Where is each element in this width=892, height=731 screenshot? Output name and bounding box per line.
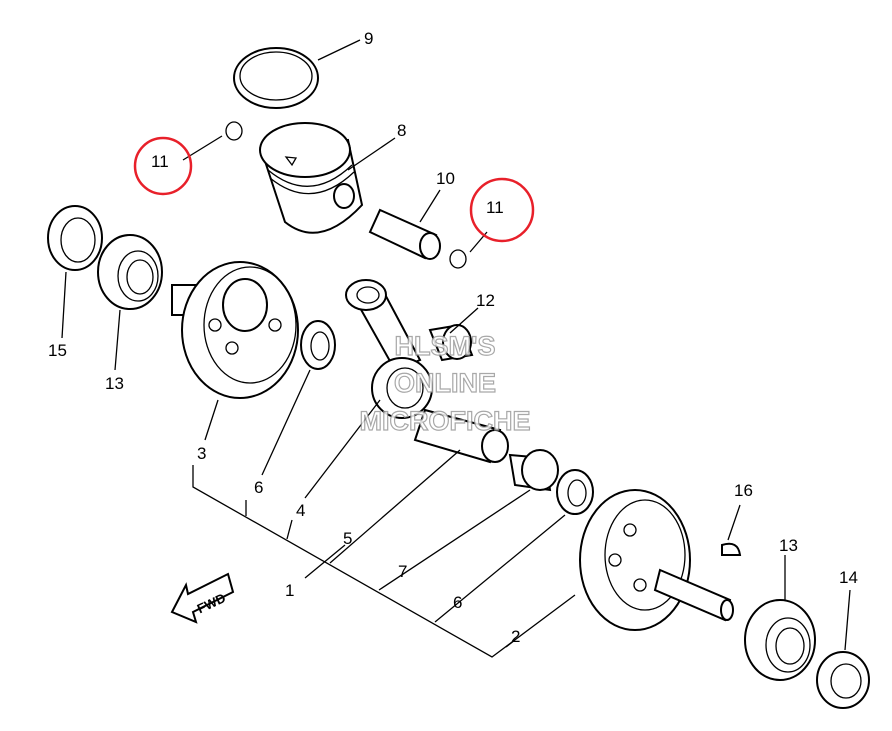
callout-6: 6: [453, 593, 462, 612]
washer: [556, 469, 594, 515]
oil-seal: [47, 205, 103, 271]
callout-4: 4: [296, 501, 305, 520]
fwd-arrow: FWD: [170, 572, 235, 624]
svg-text:MICROFICHE: MICROFICHE: [360, 406, 531, 436]
washer: [300, 320, 336, 370]
callout-2: 2: [511, 627, 520, 646]
callout-10: 10: [436, 169, 455, 188]
crank-left: [171, 261, 299, 399]
crank-right: [579, 489, 734, 631]
callout-12: 12: [476, 291, 495, 310]
needle-bearing: [508, 449, 559, 492]
piston: [259, 122, 364, 234]
callout-8: 8: [397, 121, 406, 140]
callout-9: 9: [364, 29, 373, 48]
svg-text:ONLINE: ONLINE: [394, 368, 496, 398]
callout-7: 7: [398, 562, 407, 581]
bearing: [744, 599, 816, 681]
leader-lines: [61, 39, 851, 658]
callout-13: 13: [105, 374, 124, 393]
watermark: HLSM'S ONLINE MICROFICHE: [359, 330, 531, 436]
callout-1: 1: [285, 581, 294, 600]
svg-text:HLSM'S: HLSM'S: [395, 331, 496, 361]
callout-3: 3: [197, 444, 206, 463]
connecting-rod: [345, 279, 433, 419]
callout-15: 15: [48, 341, 67, 360]
callout-5: 5: [343, 529, 352, 548]
callout-13: 13: [779, 536, 798, 555]
highlight-circle: [133, 136, 193, 196]
piston-pin-clip: [449, 249, 467, 269]
needle-bearing: [428, 323, 474, 362]
callout-11: 11: [486, 198, 504, 217]
bearing: [97, 234, 163, 310]
oil-seal: [816, 651, 870, 709]
crank-pin: [413, 408, 509, 464]
callout-16: 16: [734, 481, 753, 500]
woodruff-key: [721, 542, 742, 556]
callout-14: 14: [839, 568, 858, 587]
callout-11: 11: [151, 152, 169, 171]
piston-pin-clip: [225, 121, 243, 141]
highlight-circle: [469, 177, 535, 243]
piston-ring: [233, 47, 319, 109]
callout-6: 6: [254, 478, 263, 497]
piston-pin: [368, 208, 441, 260]
